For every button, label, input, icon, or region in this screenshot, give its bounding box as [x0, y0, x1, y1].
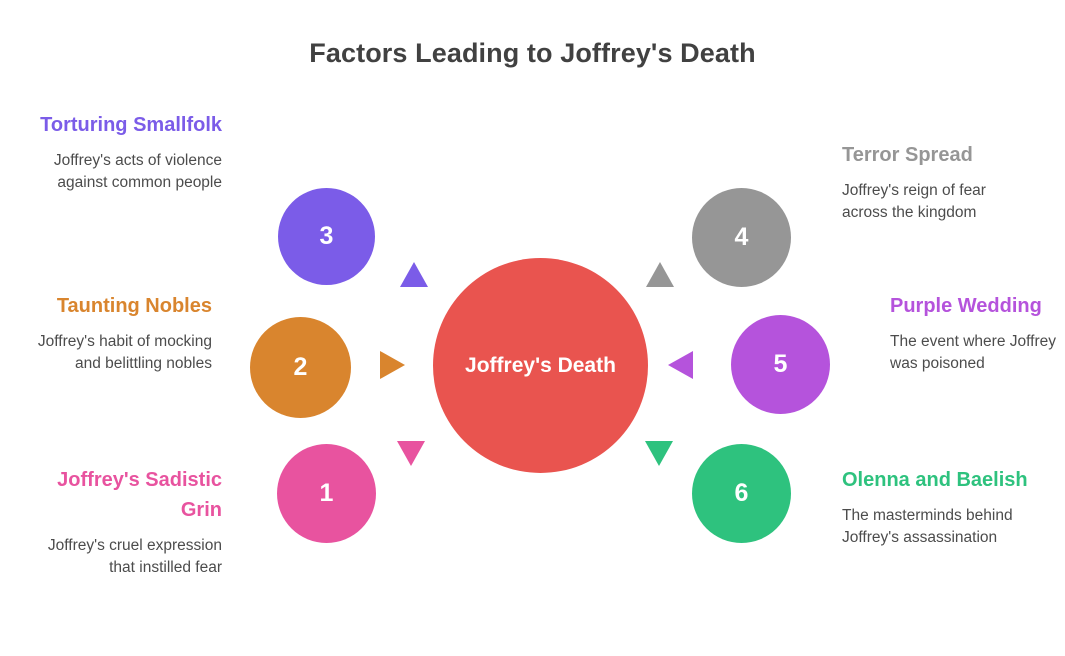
node-number-5: 5 — [773, 350, 788, 378]
arrow-left-icon-5 — [668, 351, 693, 379]
text-block-taunting-nobles: Taunting Nobles Joffrey's habit of mocki… — [22, 291, 212, 375]
node-circle-5[interactable]: 5 — [731, 315, 830, 414]
node-number-3: 3 — [319, 222, 334, 250]
text-block-terror-spread: Terror Spread Joffrey's reign of fear ac… — [842, 140, 1032, 224]
node-number-4: 4 — [734, 223, 749, 251]
node-heading-1: Joffrey's Sadistic Grin — [57, 469, 222, 521]
page-title: Factors Leading to Joffrey's Death — [309, 38, 756, 68]
arrow-down-icon-1 — [397, 441, 425, 466]
node-heading-3: Torturing Smallfolk — [40, 114, 222, 136]
arrow-up-icon-4 — [646, 262, 674, 287]
arrow-down-icon-6 — [645, 441, 673, 466]
center-node-joffreys-death[interactable]: Joffrey's Death — [433, 258, 648, 473]
text-block-olenna-baelish: Olenna and Baelish The masterminds behin… — [842, 465, 1032, 549]
node-description-3: Joffrey's acts of violence against commo… — [53, 152, 222, 191]
node-number-6: 6 — [734, 479, 749, 507]
node-circle-1[interactable]: 1 — [277, 444, 376, 543]
node-circle-2[interactable]: 2 — [250, 317, 351, 418]
node-number-2: 2 — [293, 353, 308, 381]
text-block-purple-wedding: Purple Wedding The event where Joffrey w… — [890, 291, 1065, 375]
node-circle-6[interactable]: 6 — [692, 444, 791, 543]
node-description-5: The event where Joffrey was poisoned — [890, 333, 1056, 372]
node-circle-3[interactable]: 3 — [278, 188, 375, 285]
node-heading-5: Purple Wedding — [890, 295, 1042, 317]
center-node-label: Joffrey's Death — [465, 353, 616, 377]
node-heading-6: Olenna and Baelish — [842, 469, 1028, 491]
arrow-up-icon-3 — [400, 262, 428, 287]
node-description-6: The masterminds behind Joffrey's assassi… — [842, 507, 1013, 546]
node-description-4: Joffrey's reign of fear across the kingd… — [842, 182, 986, 221]
node-description-2: Joffrey's habit of mocking and belittlin… — [37, 333, 212, 372]
node-number-1: 1 — [319, 479, 334, 507]
text-block-sadistic-grin: Joffrey's Sadistic Grin Joffrey's cruel … — [32, 465, 222, 579]
node-heading-2: Taunting Nobles — [56, 295, 212, 317]
node-description-1: Joffrey's cruel expression that instille… — [47, 537, 222, 576]
node-circle-4[interactable]: 4 — [692, 188, 791, 287]
arrow-right-icon-2 — [380, 351, 405, 379]
node-heading-4: Terror Spread — [842, 144, 973, 166]
text-block-torturing-smallfolk: Torturing Smallfolk Joffrey's acts of vi… — [32, 110, 222, 194]
